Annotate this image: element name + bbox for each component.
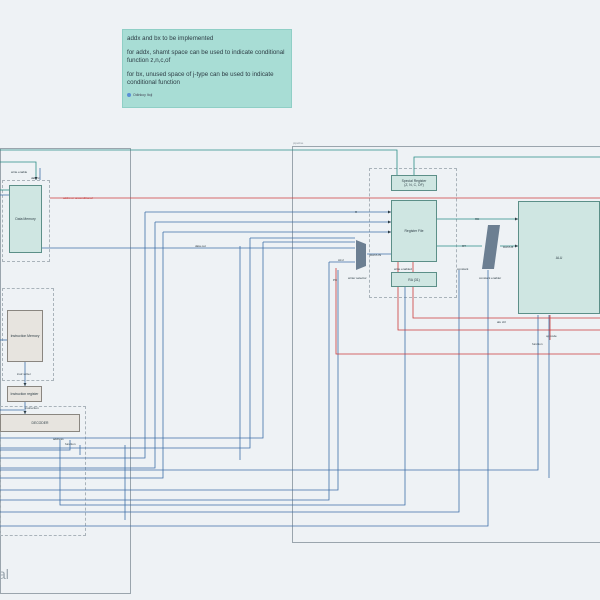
rs-label: R <box>355 210 358 214</box>
register-file-block: Register File <box>391 200 437 262</box>
write-enable-label: write enable <box>11 170 28 174</box>
wire-teal-2 <box>0 161 37 180</box>
note-author-name: Odinkoy Itoji <box>133 93 153 97</box>
cpu-container-label: pipeline <box>293 141 304 145</box>
data-b-label: DATA B <box>503 245 514 249</box>
wire-blue-7 <box>0 232 164 479</box>
instruction-label: instruction <box>25 406 39 410</box>
wire-blue-6 <box>0 222 156 469</box>
address-label: address <box>53 437 64 441</box>
wire-blue-11 <box>0 238 251 449</box>
brand-watermark: al <box>0 566 9 582</box>
wire-blue-16 <box>59 287 406 506</box>
decoder-group <box>0 406 86 536</box>
alu-wire-label: ALU <box>338 258 344 262</box>
arrow-to-rf-2 <box>388 220 391 224</box>
instruction-register-block: Instruction register <box>7 386 42 402</box>
ra-register-block: RA (31) <box>391 272 437 287</box>
rd-label: RD <box>475 217 480 221</box>
decoder-block: DECODER <box>0 414 80 432</box>
wire-blue-5 <box>0 212 146 459</box>
wire-blue-17 <box>0 270 460 513</box>
rt-label: RT <box>462 244 466 248</box>
arrow-to-im <box>23 383 27 386</box>
data-out-label: data out <box>195 244 206 248</box>
wire-blue-13 <box>0 242 264 439</box>
function-alu-label: function <box>532 342 543 346</box>
note-line-3: for bx, unused space of j-type can be us… <box>127 71 274 86</box>
constant-label: constant <box>457 267 469 271</box>
note-line-2: for addx, shamt space can be used to ind… <box>127 49 285 64</box>
note-author: Odinkoy Itoji <box>127 91 287 99</box>
op-code-label: op code <box>546 334 557 338</box>
alu-ctrl-label: alu ctrl <box>497 320 506 324</box>
constant-enabler-mux <box>482 225 500 269</box>
arrow-to-alu-1 <box>515 217 518 221</box>
wire-blue-19 <box>0 315 539 471</box>
wire-teal-1 <box>0 149 398 175</box>
data-memory-group <box>2 180 50 262</box>
data-in-label: data in <box>31 176 41 180</box>
instr-writer-label: instr writer <box>17 372 31 376</box>
arrow-to-rf-3 <box>388 230 391 234</box>
memory-container <box>0 148 131 594</box>
cpu-container <box>292 146 600 543</box>
instruction-memory-group <box>2 288 54 381</box>
wire-blue-23 <box>0 440 71 451</box>
constant-enabler-label: constant enabler <box>479 276 502 280</box>
wire-blue-14 <box>0 270 339 491</box>
wire-red-4 <box>335 268 600 355</box>
data-in-mux-label: DATA IN <box>370 253 382 257</box>
wire-teal-3 <box>413 156 600 175</box>
instruction-memory-block: Instruction Memory <box>7 310 43 362</box>
pc-label: PC <box>333 278 338 282</box>
arrow-to-dec <box>23 411 27 414</box>
write-enabled-label: write enabled <box>394 267 412 271</box>
wire-blue-15 <box>0 261 355 501</box>
function-label: function <box>65 442 76 446</box>
writer-selector-label: writer selector <box>348 276 367 280</box>
wire-blue-18 <box>0 270 489 527</box>
arrow-to-alu-2 <box>515 244 518 248</box>
writer-selector-mux <box>356 240 366 270</box>
addrs-label: addrs or unconditional <box>63 196 93 200</box>
avatar-icon <box>127 93 131 97</box>
data-memory-block: Data Memory <box>9 185 42 253</box>
special-register-block: Special Register (Z, N, C, OF) <box>391 175 437 191</box>
note-line-1: addx and bx to be implemented <box>127 35 214 42</box>
alu-block: ALU <box>518 201 600 314</box>
arrow-to-rf-1 <box>388 210 391 214</box>
note-card: addx and bx to be implemented for addx, … <box>122 29 292 108</box>
arrow-to-dm <box>34 177 38 180</box>
